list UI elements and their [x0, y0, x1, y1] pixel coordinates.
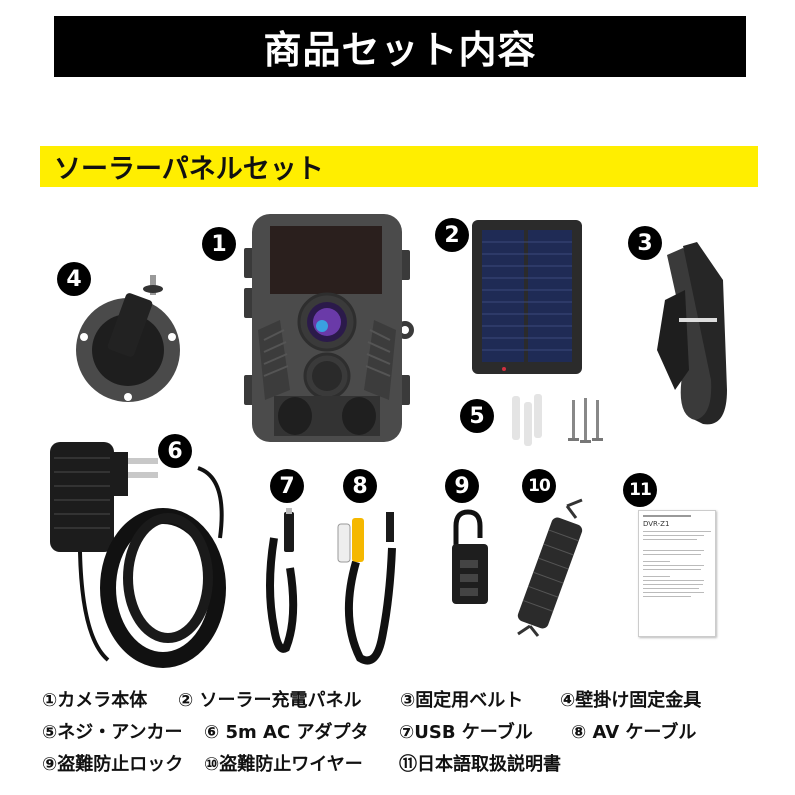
- av-cable-image: [337, 512, 396, 665]
- manual-image: DVR-Z1: [638, 510, 716, 637]
- badge-8: 8: [343, 469, 377, 503]
- legend-item-4: ④壁掛け固定金具: [560, 690, 702, 711]
- badge-1: 1: [202, 227, 236, 261]
- manual-model: DVR-Z1: [643, 520, 670, 528]
- lock-image: [452, 509, 488, 604]
- legend-item-5: ⑤ネジ・アンカー: [42, 722, 183, 743]
- item-legend: ①カメラ本体 ② ソーラー充電パネル ③固定用ベルト ④壁掛け固定金具 ⑤ネジ・…: [42, 683, 762, 779]
- legend-item-7: ⑦USB ケーブル: [399, 722, 533, 743]
- badge-7: 7: [270, 469, 304, 503]
- solar-panel-image: [472, 220, 582, 374]
- badge-10: 10: [522, 469, 556, 503]
- legend-item-9: ⑨盗難防止ロック: [42, 754, 184, 775]
- badge-5: 5: [460, 399, 494, 433]
- wall-mount-image: [76, 275, 180, 402]
- badge-2: 2: [435, 218, 469, 252]
- section-heading: ソーラーパネルセット: [54, 154, 324, 185]
- ac-adapter-image: [50, 442, 226, 668]
- legend-item-11: ⑪日本語取扱説明書: [399, 754, 561, 775]
- legend-item-2: ② ソーラー充電パネル: [178, 690, 362, 711]
- badge-6: 6: [158, 434, 192, 468]
- title-banner: 商品セット内容: [54, 16, 746, 77]
- section-heading-bar: ソーラーパネルセット: [40, 146, 758, 187]
- camera-body-image: [244, 214, 414, 442]
- badge-4: 4: [57, 262, 91, 296]
- badge-9: 9: [445, 469, 479, 503]
- legend-row-1: ①カメラ本体 ② ソーラー充電パネル ③固定用ベルト ④壁掛け固定金具: [42, 683, 762, 715]
- legend-item-10: ⑩盗難防止ワイヤー: [204, 754, 363, 775]
- legend-row-2: ⑤ネジ・アンカー ⑥ 5m AC アダプタ ⑦USB ケーブル ⑧ AV ケーブ…: [42, 715, 762, 747]
- badge-3: 3: [628, 226, 662, 260]
- legend-row-3: ⑨盗難防止ロック ⑩盗難防止ワイヤー ⑪日本語取扱説明書: [42, 747, 762, 779]
- legend-item-8: ⑧ AV ケーブル: [571, 722, 697, 743]
- usb-cable-image: [266, 508, 298, 653]
- wire-image: [517, 498, 583, 637]
- legend-item-6: ⑥ 5m AC アダプタ: [204, 722, 369, 743]
- badge-11: 11: [623, 473, 657, 507]
- legend-item-1: ①カメラ本体: [42, 690, 148, 711]
- page-title: 商品セット内容: [263, 28, 537, 72]
- screws-anchors-image: [512, 394, 603, 446]
- belt-image: [657, 242, 727, 425]
- legend-item-3: ③固定用ベルト: [400, 690, 524, 711]
